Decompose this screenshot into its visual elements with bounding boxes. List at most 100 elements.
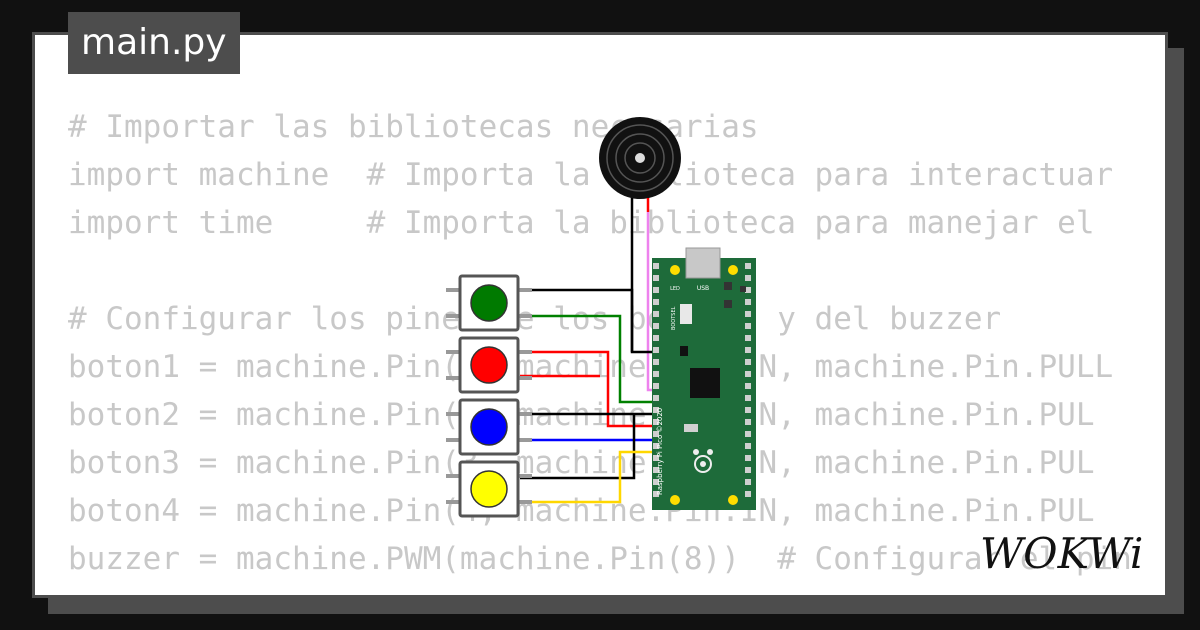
buzzer[interactable]: [599, 117, 681, 199]
button-lead: [518, 500, 532, 504]
pico-pin: [653, 299, 659, 305]
file-tab-main-py[interactable]: main.py: [68, 12, 240, 74]
pico-pin: [653, 323, 659, 329]
pico-rp2040-chip: [690, 368, 720, 398]
button-cap: [470, 346, 508, 384]
pico-usb-label: USB: [697, 285, 709, 292]
pico-pin: [745, 455, 751, 461]
pico-pin: [745, 335, 751, 341]
wire-btn4-black: [520, 414, 636, 480]
pico-crystal: [684, 424, 698, 432]
button-lead: [518, 412, 532, 416]
pico-component-3: [740, 286, 746, 292]
pico-board[interactable]: USB LED BOOTSEL Raspberry Pi Pico ©2020: [652, 247, 756, 510]
pico-pin: [653, 263, 659, 269]
pico-pin: [653, 431, 659, 437]
pico-mount-hole-br: [728, 495, 738, 505]
button-lead: [518, 350, 532, 354]
pico-pin: [745, 287, 751, 293]
button-lead: [518, 376, 532, 380]
pico-pin: [745, 323, 751, 329]
wokwi-logo-text: WOKWi: [980, 529, 1143, 578]
pico-mount-hole-tl: [670, 265, 680, 275]
pico-pin: [653, 347, 659, 353]
pico-pin: [745, 359, 751, 365]
button-lead: [446, 500, 460, 504]
pico-pins: [653, 263, 751, 497]
pico-pin: [745, 263, 751, 269]
pico-board-name: Raspberry Pi Pico ©2020: [656, 408, 664, 495]
pico-pin: [745, 395, 751, 401]
pico-usb-connector: [685, 247, 721, 279]
button-lead: [518, 314, 532, 318]
pico-pin: [745, 383, 751, 389]
pico-pin: [745, 371, 751, 377]
button-lead: [518, 474, 532, 478]
buzzer-ring-outer: [606, 124, 674, 192]
button-lead: [518, 438, 532, 442]
buzzer-ring-mid: [615, 133, 665, 183]
button-lead: [446, 412, 460, 416]
code-line: buzzer = machine.PWM(machine.Pin(8)) # C…: [68, 541, 1132, 577]
button-wires: [520, 288, 656, 504]
button-lead: [446, 376, 460, 380]
button-cap: [470, 408, 508, 446]
pico-pin: [653, 311, 659, 317]
button-cap: [470, 470, 508, 508]
push-button-3[interactable]: [446, 398, 532, 456]
pico-pin: [653, 491, 659, 497]
pico-pin: [745, 275, 751, 281]
pico-pin: [745, 299, 751, 305]
buttons-layer: [446, 274, 532, 518]
pico-pin: [745, 311, 751, 317]
pico-pin: [745, 347, 751, 353]
pico-component-2: [724, 300, 732, 308]
button-lead: [446, 314, 460, 318]
button-cap: [470, 284, 508, 322]
pico-pin: [653, 467, 659, 473]
wire-btn4-yellow: [520, 450, 656, 504]
code-line: boton4 = machine.Pin(4, machine.Pin.IN, …: [68, 493, 1095, 529]
button-lead: [446, 350, 460, 354]
pico-pin: [745, 407, 751, 413]
pico-component-1: [724, 282, 732, 290]
pico-bootsel-button[interactable]: [680, 304, 692, 324]
pico-pin: [653, 479, 659, 485]
buzzer-ring-inner: [624, 142, 656, 174]
pico-bootsel-label: BOOTSEL: [671, 306, 677, 330]
pico-pin: [653, 371, 659, 377]
pico-led-label: LED: [670, 286, 680, 292]
pico-pin: [745, 419, 751, 425]
button-lead: [518, 288, 532, 292]
code-line: import machine # Importa la biblioteca p…: [68, 157, 1114, 193]
pico-pin: [653, 407, 659, 413]
code-line: import time # Importa la biblioteca para…: [68, 205, 1095, 241]
pico-pin: [745, 443, 751, 449]
pico-chip-small: [680, 346, 688, 356]
pico-pin: [653, 359, 659, 365]
pico-mount-hole-bl: [670, 495, 680, 505]
pico-pin: [653, 443, 659, 449]
push-button-4[interactable]: [446, 460, 532, 518]
pico-pin: [653, 455, 659, 461]
push-button-1[interactable]: [446, 274, 532, 332]
pico-pin: [745, 431, 751, 437]
pico-pin: [653, 419, 659, 425]
push-button-2[interactable]: [446, 336, 532, 394]
button-lead: [446, 438, 460, 442]
pico-pin: [653, 287, 659, 293]
code-line: # Importar las bibliotecas necesarias: [68, 109, 759, 145]
wire-btn1-green: [520, 314, 656, 404]
buzzer-center: [635, 153, 645, 163]
wire-btn1-black: [520, 288, 634, 352]
raspberry-logo-icon: [693, 449, 713, 473]
pico-pin: [745, 479, 751, 485]
button-lead: [446, 288, 460, 292]
pico-pin: [745, 491, 751, 497]
pico-pin: [653, 383, 659, 389]
wokwi-logo: WOKWi: [980, 529, 1143, 578]
pico-mount-hole-tr: [728, 265, 738, 275]
pico-pin: [653, 275, 659, 281]
button-lead: [446, 474, 460, 478]
